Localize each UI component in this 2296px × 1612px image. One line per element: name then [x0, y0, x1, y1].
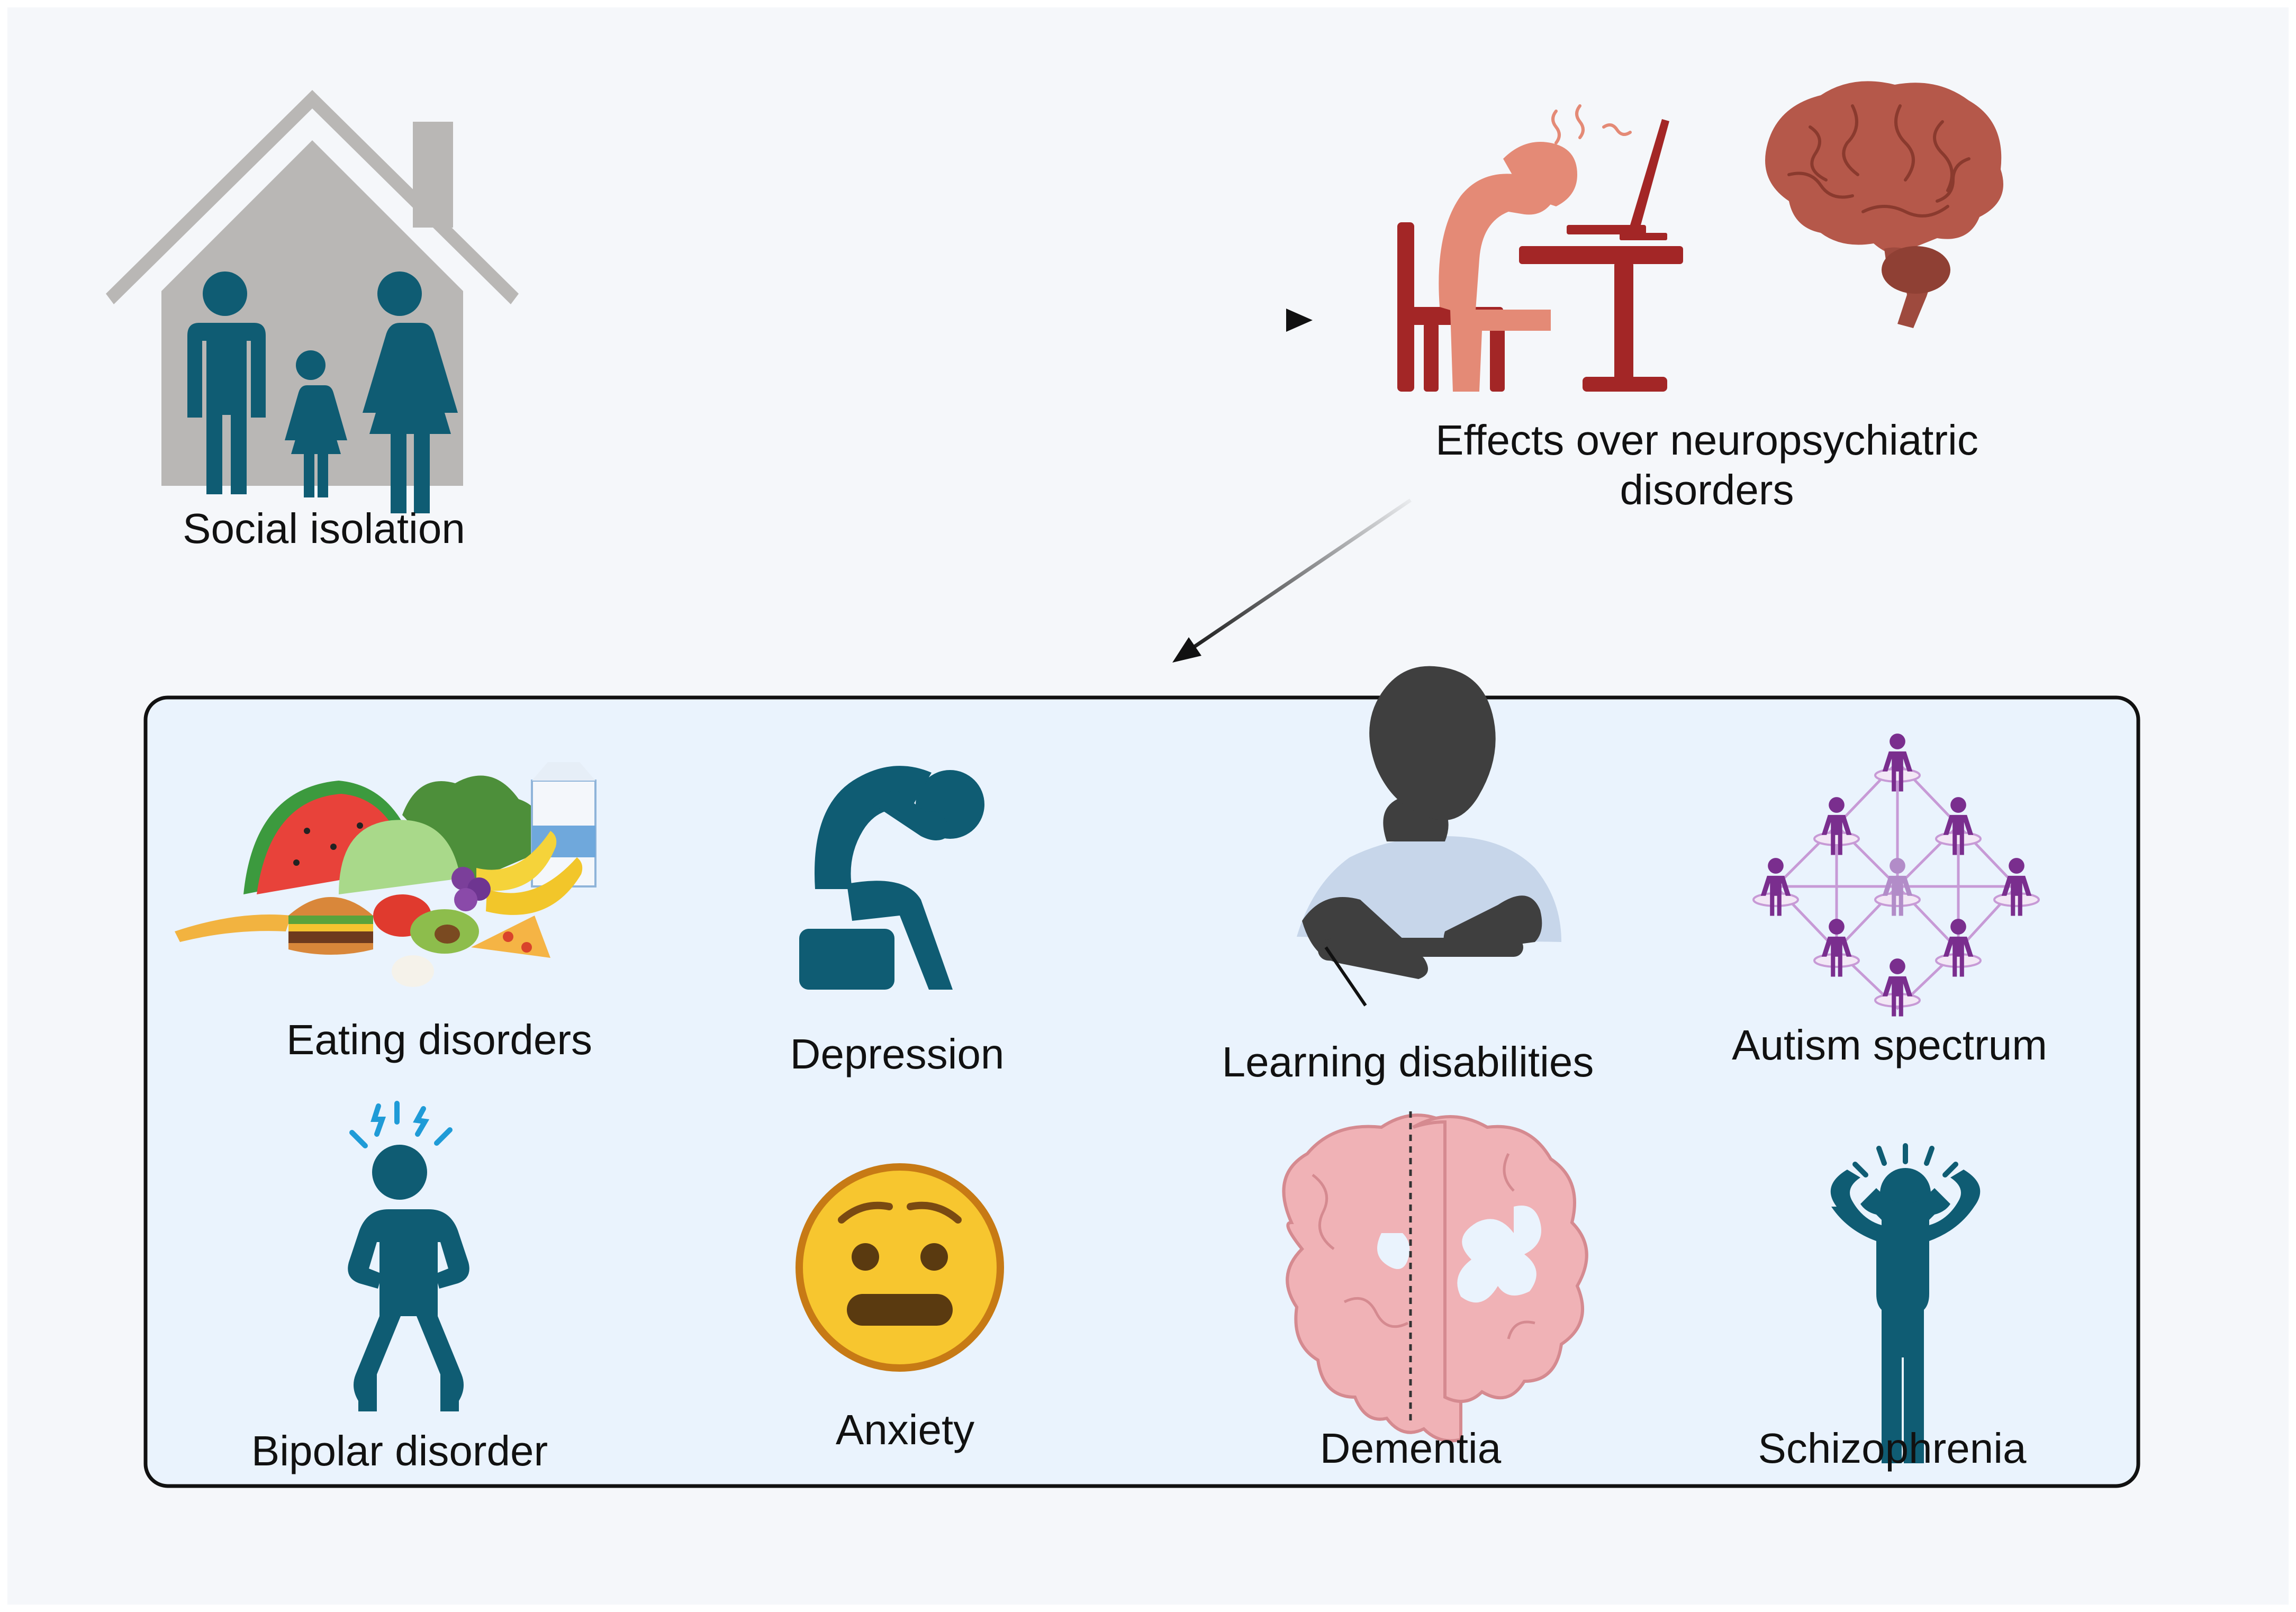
- disorder-label-bipolar: Bipolar disorder: [251, 1427, 548, 1474]
- brain-cross-section-icon: [1282, 1111, 1588, 1443]
- disorder-label-anxiety: Anxiety: [835, 1406, 975, 1453]
- person-holding-head-icon: [1830, 1143, 1981, 1463]
- disorder-label-depression: Depression: [790, 1030, 1005, 1077]
- disorder-label-learning: Learning disabilities: [1222, 1038, 1594, 1085]
- anxious-face-icon: [796, 1163, 1004, 1372]
- sitting-person-head-in-hands-icon: [799, 766, 984, 990]
- arrow-effects-to-disorders: [1172, 499, 1412, 663]
- disorder-label-dementia: Dementia: [1319, 1425, 1502, 1472]
- brain-icon: [1765, 81, 2003, 328]
- disorders-panel: [143, 695, 2140, 1488]
- food-pile-icon: [175, 762, 596, 987]
- disorder-label-eating: Eating disorders: [286, 1016, 593, 1063]
- agitated-person-icon: [348, 1101, 469, 1411]
- disorder-label-autism: Autism spectrum: [1732, 1021, 2047, 1068]
- arrow-isolation-to-effects: [593, 309, 1313, 332]
- house-family-icon: [106, 90, 519, 513]
- social-isolation-label: Social isolation: [183, 505, 465, 552]
- person-writing-icon: [1297, 666, 1561, 1007]
- connected-people-network-icon: [1752, 733, 2040, 1017]
- effects-label: Effects over neuropsychiatric disorders: [1435, 416, 1978, 513]
- disorder-label-schizophrenia: Schizophrenia: [1758, 1425, 2027, 1472]
- stressed-person-at-desk-icon: [1397, 104, 1683, 392]
